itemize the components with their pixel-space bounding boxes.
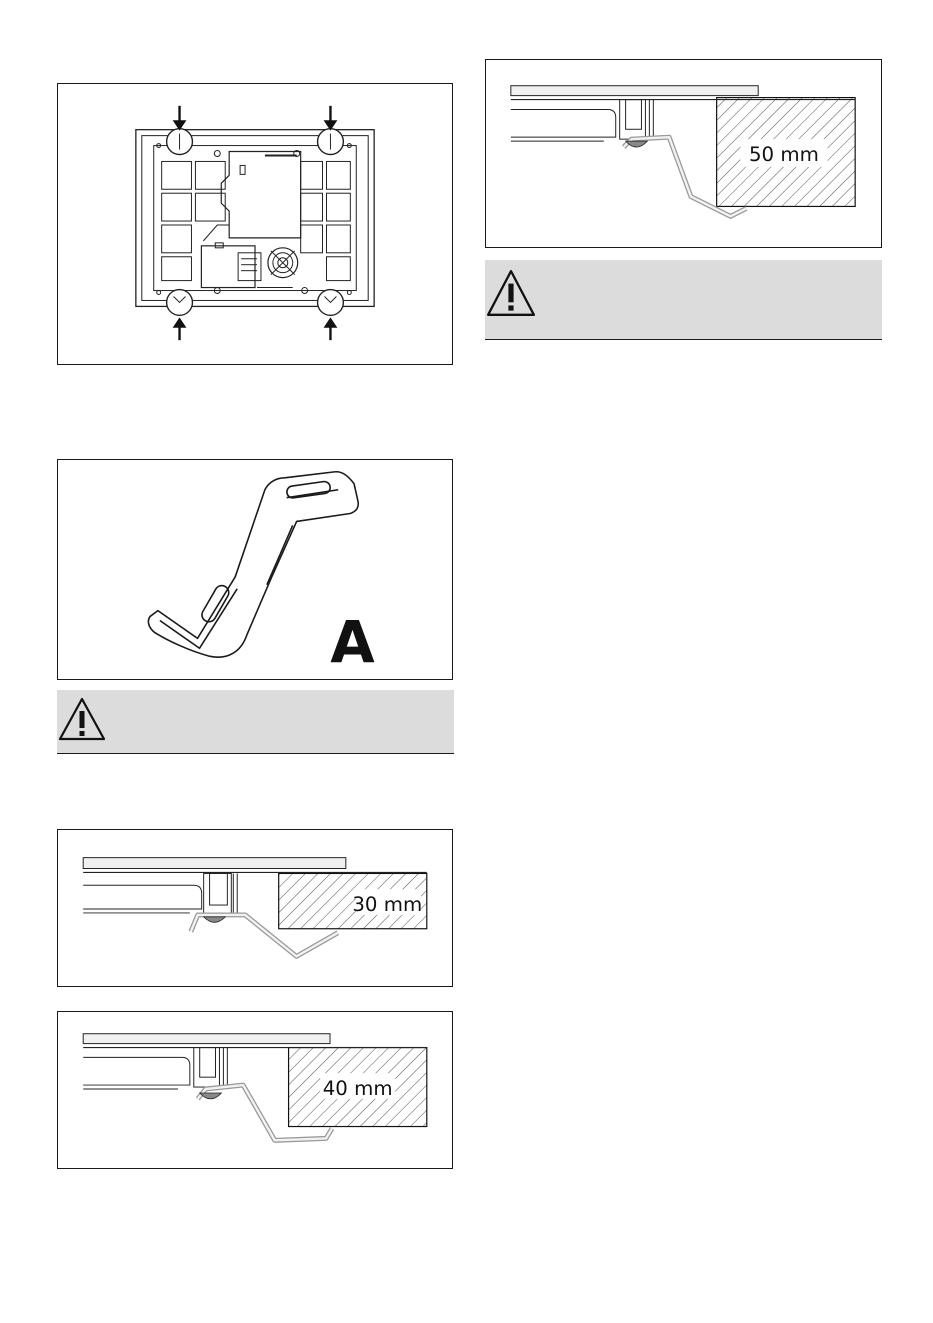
warning-box-right: [485, 260, 882, 340]
thickness-label: 40 mm: [323, 1077, 393, 1100]
warning-triangle-icon: [485, 268, 537, 320]
bracket-label: A: [330, 609, 375, 676]
warning-triangle-icon: [57, 696, 107, 742]
fixing-40mm-diagram: 40 mm: [58, 1012, 452, 1168]
mounting-bracket-icon: A: [58, 460, 452, 679]
fixing-50mm-diagram: 50 mm: [486, 60, 881, 247]
fixing-30mm-figure: 30 mm: [57, 829, 453, 987]
thickness-label: 30 mm: [352, 893, 422, 916]
fixing-40mm-figure: 40 mm: [57, 1011, 453, 1169]
warning-box-left: [57, 690, 454, 754]
fixing-50mm-figure: 50 mm: [485, 59, 882, 248]
hob-underside-icon: [58, 84, 452, 364]
bracket-figure: A: [57, 459, 453, 680]
thickness-label: 50 mm: [749, 143, 819, 166]
hob-underside-figure: [57, 83, 453, 365]
fixing-30mm-diagram: 30 mm: [58, 830, 452, 986]
